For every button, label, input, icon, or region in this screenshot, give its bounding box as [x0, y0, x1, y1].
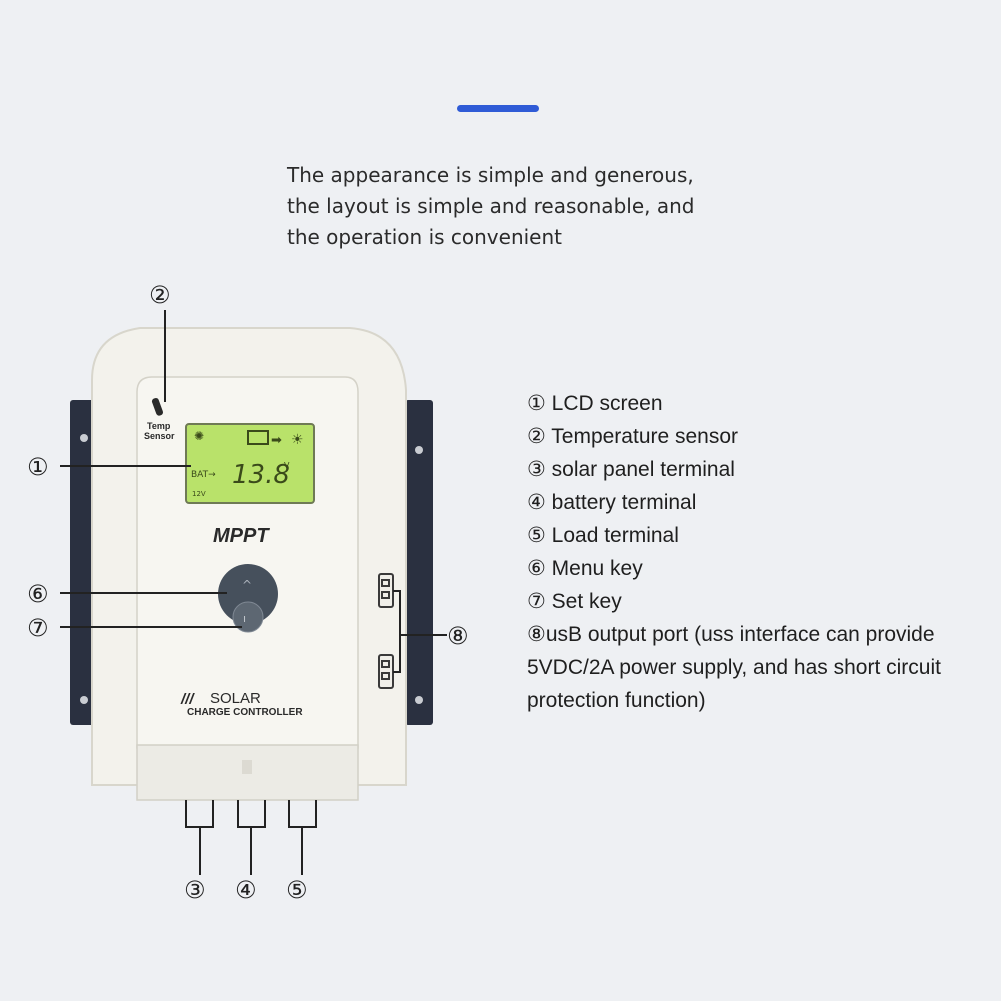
legend-item: ② Temperature sensor [527, 425, 739, 448]
legend-item: ① LCD screen [527, 392, 663, 415]
callout-lines [60, 310, 447, 875]
menu-key[interactable] [218, 564, 278, 624]
legend-item: ③ solar panel terminal [527, 458, 735, 481]
intro-line: the operation is convenient [287, 225, 562, 249]
intro-text: The appearance is simple and generous, t… [287, 160, 747, 253]
lcd-screen [185, 423, 315, 504]
lcd-unit: V [284, 461, 290, 470]
feature-legend: ① LCD screen ② Temperature sensor ③ sola… [527, 387, 997, 717]
callout-2: ② [149, 281, 171, 309]
solar-label: SOLAR [210, 690, 261, 707]
lcd-system-voltage: 12V [192, 490, 206, 498]
lcd-battery-icon [247, 430, 269, 445]
stripes-logo: /// [180, 691, 195, 708]
accent-bar [457, 105, 539, 112]
intro-line: the layout is simple and reasonable, and [287, 194, 695, 218]
temp-sensor [151, 398, 163, 416]
callout-4: ④ [235, 876, 257, 904]
legend-item: ④ battery terminal [527, 491, 697, 514]
callout-3: ③ [184, 876, 206, 904]
lcd-voltage: 13.8 [232, 460, 290, 490]
legend-item: ⑧usB output port (uss interface can prov… [527, 623, 941, 712]
set-key[interactable] [232, 601, 264, 633]
bracket-hole [80, 434, 88, 442]
legend-item: ⑤ Load terminal [527, 524, 679, 547]
brand-mppt: MPPT [213, 525, 270, 547]
callout-1: ① [27, 453, 49, 481]
callout-6: ⑥ [27, 580, 49, 608]
usb-port-bottom[interactable] [378, 654, 394, 689]
callout-7: ⑦ [27, 614, 49, 642]
callout-8: ⑧ [447, 622, 469, 650]
power-icon: ı [243, 612, 246, 625]
bracket-hole [415, 446, 423, 454]
lcd-arrow-icon: ➡ [271, 433, 282, 448]
lcd-bulb-icon: ☀ [291, 432, 304, 448]
bracket-hole [415, 696, 423, 704]
legend-item: ⑥ Menu key [527, 557, 643, 580]
right-bracket [405, 400, 433, 725]
controller-label: CHARGE CONTROLLER [187, 707, 303, 718]
lcd-bat-label: BAT→ [191, 470, 216, 480]
temp-label-1: Temp [147, 421, 171, 431]
legend-item: ⑦ Set key [527, 590, 622, 613]
intro-line: The appearance is simple and generous, [287, 163, 694, 187]
lcd-sun-icon: ✺ [194, 429, 204, 443]
temp-label-2: Sensor [144, 431, 175, 441]
callout-5: ⑤ [286, 876, 308, 904]
usb-port-top[interactable] [378, 573, 394, 608]
bracket-hole [80, 696, 88, 704]
cover-arrow [242, 760, 252, 774]
up-arrow-icon: ^ [242, 578, 252, 592]
